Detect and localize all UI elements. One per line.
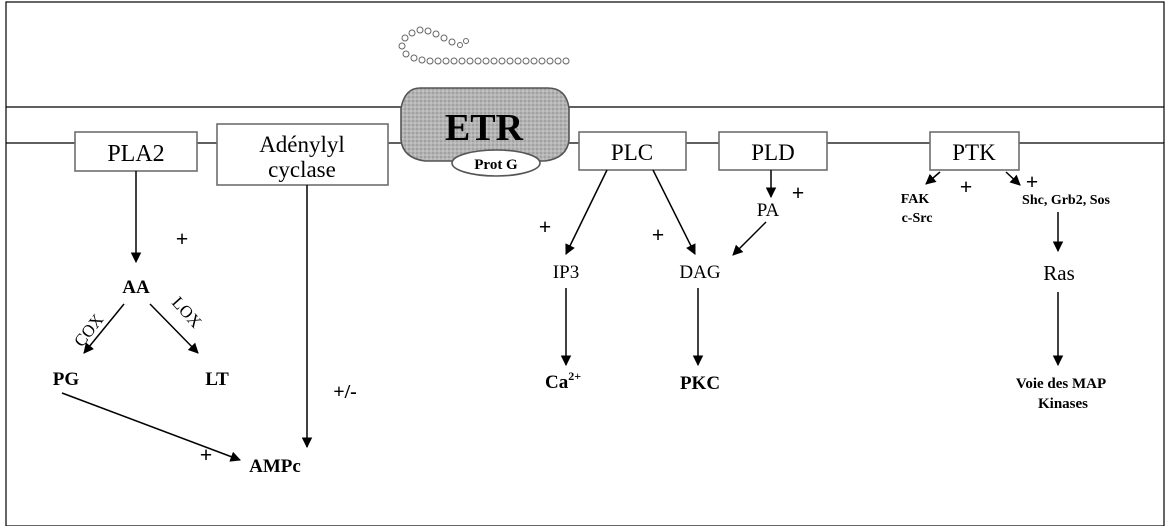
- pla2-box: [74, 131, 198, 172]
- plus-minus-sign: +/-: [333, 381, 357, 403]
- pa-label: PA: [757, 200, 780, 221]
- cyclase-label: cyclase: [268, 157, 336, 182]
- pld-label: PLD: [751, 140, 794, 165]
- arrow-aa-pg: [83, 303, 125, 354]
- plc-label: PLC: [611, 140, 653, 165]
- etr-label: ETR: [445, 107, 524, 149]
- csrc-label: c-Src: [902, 211, 933, 226]
- plus-sign-ip3: +: [539, 214, 552, 239]
- plus-sign-shc: +: [1026, 169, 1039, 194]
- ptk-label: PTK: [952, 140, 996, 165]
- map-kinases-line2: Kinases: [1038, 396, 1088, 412]
- fak-label: FAK: [901, 192, 930, 207]
- etr-receptor: ETR Prot G: [400, 87, 570, 177]
- arrow-aa-lt: [149, 303, 199, 354]
- ca-ion-label: Ca2+: [545, 369, 581, 393]
- plus-sign-dag: +: [652, 222, 665, 247]
- adenylyl-label: Adénylyl: [259, 132, 345, 157]
- adenylyl-cyclase-box: [216, 123, 389, 186]
- pla2-label: PLA2: [107, 141, 164, 167]
- arrow-pa-dag: [732, 221, 767, 256]
- pg-label: PG: [53, 369, 80, 390]
- ampc-label: AMPc: [249, 456, 301, 477]
- ptk-box: [929, 131, 1020, 171]
- plc-box: [578, 131, 687, 171]
- dag-label: DAG: [679, 262, 720, 283]
- map-kinases-line1: Voie des MAP: [1016, 376, 1106, 392]
- g-protein-shape: [451, 149, 541, 177]
- plus-sign-pg-ampc: +: [200, 442, 213, 467]
- pld-box: [718, 131, 828, 171]
- arrow-plc-ip3: [565, 169, 608, 255]
- pkc-label: PKC: [680, 373, 720, 394]
- endothelin-ligand-icon: [398, 26, 570, 65]
- aa-label: AA: [122, 277, 150, 298]
- ip3-label: IP3: [553, 262, 579, 283]
- arrow-ptk-shc: [1005, 171, 1021, 186]
- plus-sign-fak: +: [960, 174, 973, 199]
- plus-sign-aa: +: [176, 226, 189, 251]
- plus-sign-pa: +: [792, 180, 805, 205]
- arrow-plc-dag: [652, 169, 696, 255]
- ras-label: Ras: [1043, 261, 1075, 285]
- ca-label: Ca: [545, 372, 569, 393]
- g-protein-label: Prot G: [474, 157, 518, 173]
- lox-label: LOX: [168, 293, 206, 332]
- lt-label: LT: [205, 369, 229, 390]
- shc-grb2-sos-label: Shc, Grb2, Sos: [1022, 193, 1110, 208]
- arrow-pg-ampc: [61, 392, 241, 462]
- ca-superscript: 2+: [568, 369, 581, 383]
- arrow-ptk-fak: [925, 171, 941, 185]
- frame-border: [5, 1, 1165, 526]
